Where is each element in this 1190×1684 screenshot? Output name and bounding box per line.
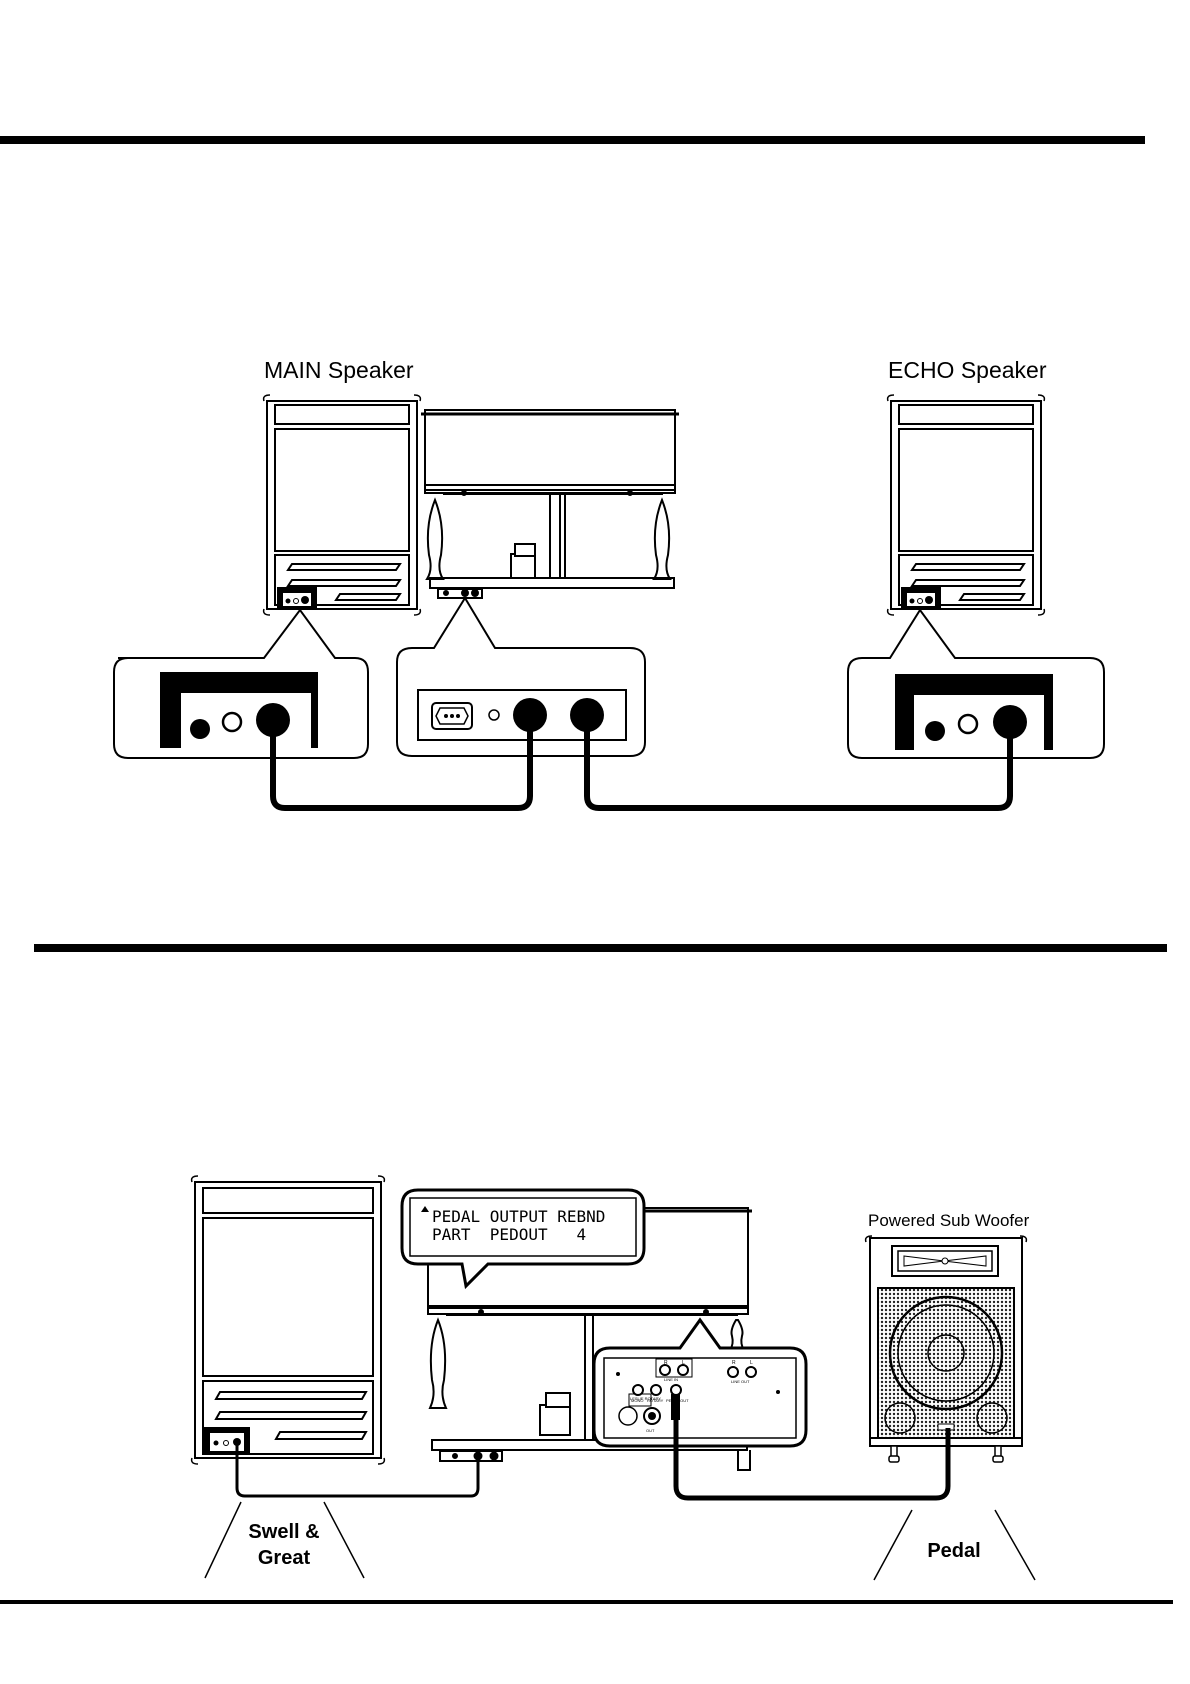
main-speaker-label: MAIN Speaker: [264, 357, 414, 383]
lcd-line-1: PEDAL OUTPUT REBND: [432, 1207, 605, 1226]
organ-console-top: [421, 410, 679, 598]
out-label: OUT: [646, 1428, 655, 1433]
line-out-r-label: R: [732, 1360, 736, 1366]
swell-great-label-line2: Great: [258, 1547, 311, 1569]
pedal-label: Pedal: [927, 1540, 980, 1562]
main-speaker-cabinet: [264, 395, 421, 615]
mono-jack: [633, 1385, 643, 1395]
line-out-label: LINE OUT: [731, 1379, 750, 1384]
large-circular-port: [619, 1407, 637, 1425]
pedal-out-jack: [671, 1385, 681, 1395]
line-out-l-jack: [746, 1367, 756, 1377]
echo-speaker-jack-callout: [848, 610, 1104, 758]
rotary-jack: [651, 1385, 661, 1395]
section-rule-top: [0, 136, 1145, 144]
subwoofer-label: Powered Sub Woofer: [868, 1211, 1030, 1230]
echo-speaker-label: ECHO Speaker: [888, 357, 1047, 383]
line-in-label: LINE IN: [664, 1377, 678, 1382]
mono-label: MONO: [631, 1398, 643, 1403]
organ-output-panel-callout: [397, 598, 645, 756]
line-in-r-jack: [660, 1365, 670, 1375]
echo-speaker-cabinet: [888, 395, 1045, 615]
main-speaker-jack-callout: [114, 610, 368, 758]
swell-great-speaker-cabinet: [192, 1176, 385, 1464]
section-rule-middle: [34, 944, 1167, 952]
line-out-l-label: L: [750, 1360, 753, 1366]
line-out-r-jack: [728, 1367, 738, 1377]
line-in-l-jack: [678, 1365, 688, 1375]
section-rule-bottom: [0, 1600, 1173, 1604]
swell-great-label-line1: Swell &: [248, 1521, 319, 1543]
lcd-line-2: PART PEDOUT 4: [432, 1225, 586, 1244]
rotary-label: ROTARY: [647, 1398, 664, 1403]
rear-jack-panel-callout: LESLIE ROTARY R L LINE IN R L LINE OUT M…: [594, 1320, 806, 1446]
pedal-out-plug: [671, 1394, 680, 1420]
